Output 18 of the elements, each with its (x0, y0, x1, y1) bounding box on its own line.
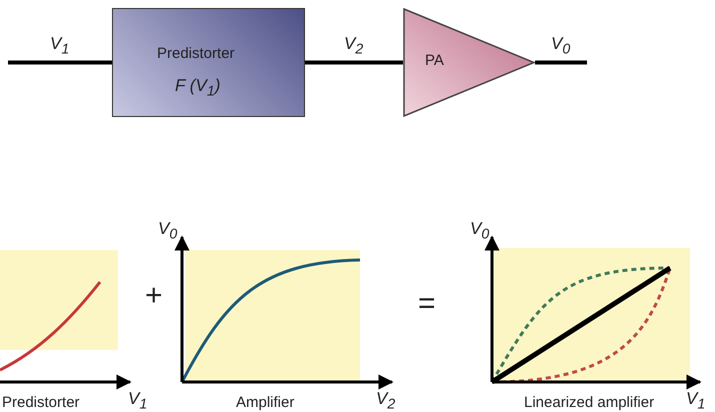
signal-line (8, 60, 112, 64)
process-box (112, 8, 305, 117)
plus-sign: + (145, 280, 163, 312)
axis-label: V$_{1}$ (128, 390, 148, 412)
axis-label: V$_{0}$ (470, 220, 490, 244)
plot-caption: Amplifier (236, 394, 294, 412)
axis-label: V$_{2}$ (376, 390, 396, 412)
plot-caption: Predistorter (2, 394, 80, 412)
axis-label: V$_{1}$ (686, 390, 706, 412)
amplifier-triangle (403, 8, 535, 117)
block-label: PA (425, 52, 444, 70)
signal-line (535, 60, 587, 64)
equals-sign: = (418, 288, 436, 320)
block-label: Predistorter (157, 45, 235, 63)
transfer-function-label: F (V$_{1}$) (175, 77, 220, 100)
plot-caption: Linearized amplifier (524, 394, 654, 412)
axis-label: V$_{0}$ (158, 220, 178, 244)
signal-line (305, 60, 403, 64)
